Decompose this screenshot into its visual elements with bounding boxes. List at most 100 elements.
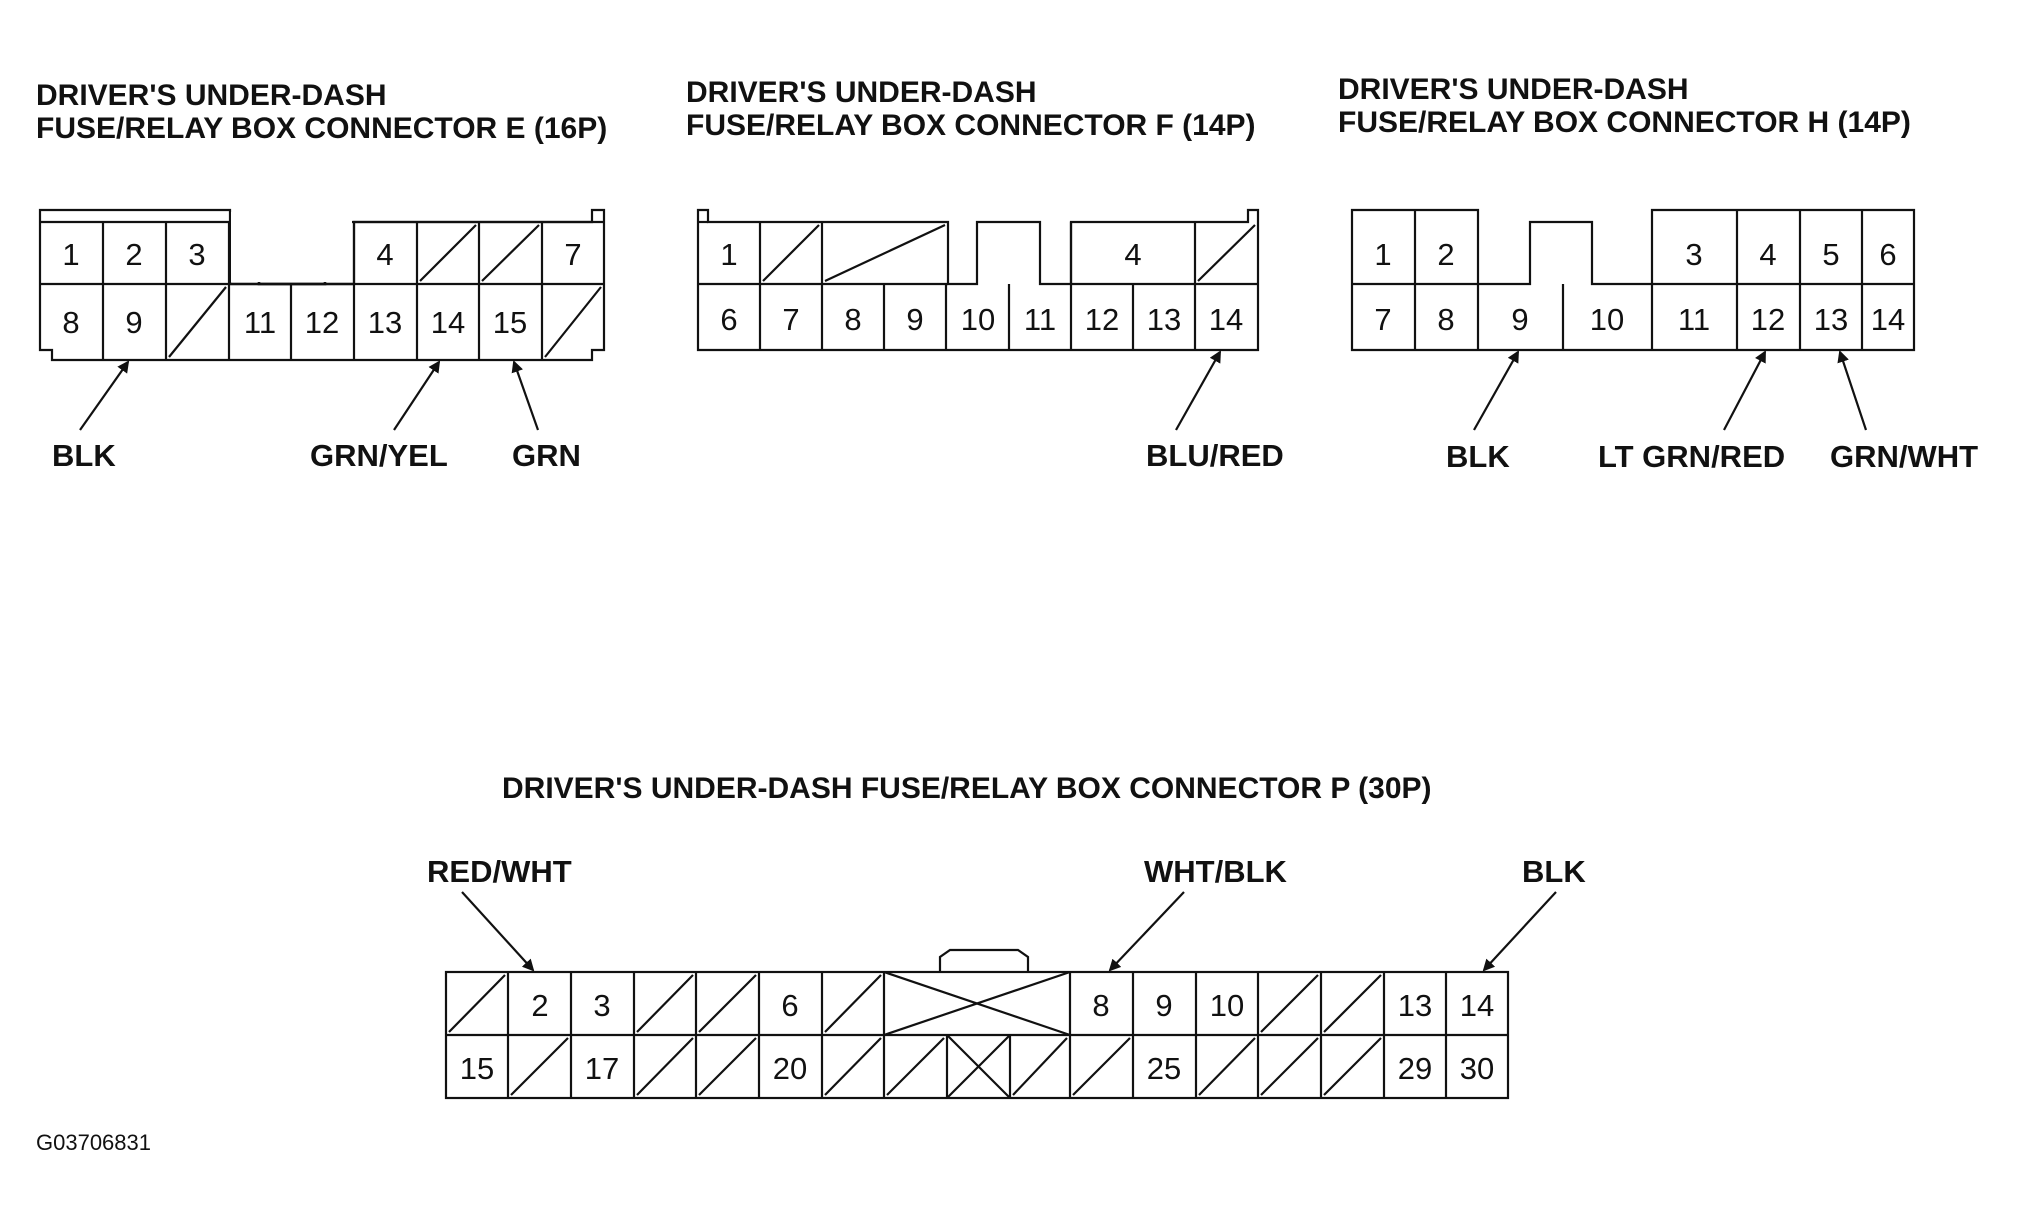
pin-label: 7 [564,237,581,272]
connector-e-title-line1: DRIVER'S UNDER-DASH [36,79,387,112]
pin-label: 11 [1678,302,1710,337]
pin-label: 3 [1685,237,1702,272]
blank-pin-slash [1323,1037,1382,1096]
pin-label: 8 [62,305,79,340]
pin-label: 13 [1398,988,1432,1023]
pin-label: 6 [720,302,737,337]
pin-label: 4 [1124,237,1141,272]
blank-pin-slash [1012,1037,1068,1096]
pin-label: 20 [773,1051,807,1086]
wire-arrow [511,360,540,431]
wire-color-label: RED/WHT [427,854,572,889]
pin-label: 30 [1460,1051,1494,1086]
pin-label: 7 [782,302,799,337]
connector-f-title-line2: FUSE/RELAY BOX CONNECTOR F (14P) [686,109,1256,142]
wire-color-label: GRN/WHT [1830,439,1978,474]
pin-label: 1 [62,237,79,272]
wire-arrow [1723,350,1766,431]
wire-color-label: BLK [1446,439,1510,474]
figure-code: G03706831 [36,1130,151,1155]
connector-h-title-line2: FUSE/RELAY BOX CONNECTOR H (14P) [1338,106,1911,139]
wire-color-label: GRN/YEL [310,438,448,473]
blank-pin-slash [636,1037,694,1096]
pin-label: 8 [844,302,861,337]
blank-pin-slash [824,1037,882,1096]
blank-pin-slash [636,974,694,1033]
wire-color-label: WHT/BLK [1144,854,1288,889]
pin-label: 6 [1879,237,1896,272]
blank-pin-slash [762,224,820,282]
connector-h: DRIVER'S UNDER-DASH FUSE/RELAY BOX CONNE… [1338,73,1978,474]
blank-pin-slash [1197,224,1256,282]
blank-pin-cross [946,1034,1011,1099]
wire-color-label: BLK [52,438,116,473]
pin-label: 9 [1511,302,1528,337]
pin-label: 2 [1437,237,1454,272]
pin-label: 9 [1155,988,1172,1023]
pin-label: 12 [305,305,339,340]
pin-label: 5 [1822,237,1839,272]
blank-pin-slash [698,1037,757,1096]
wire-arrow [1837,350,1868,431]
wire-arrow [79,360,130,431]
wire-arrow [393,360,441,431]
pin-label: 29 [1398,1051,1432,1086]
blank-pin-slash [544,286,602,358]
connector-f-title-line1: DRIVER'S UNDER-DASH [686,76,1037,109]
pin-label: 10 [1590,302,1624,337]
pin-label: 14 [1460,988,1494,1023]
pin-label: 8 [1092,988,1109,1023]
connector-p-title: DRIVER'S UNDER-DASH FUSE/RELAY BOX CONNE… [502,772,1432,805]
pin-label: 12 [1751,302,1785,337]
blank-pin-slash [824,224,946,282]
blank-pin-slash [481,224,540,282]
wire-arrow [1473,350,1519,431]
pin-label: 10 [1210,988,1244,1023]
wire-color-label: GRN [512,438,581,473]
blank-pin-slash [510,1037,569,1096]
connector-f-housing [696,208,1260,352]
wire-color-label: BLU/RED [1146,438,1284,473]
pin-label: 10 [961,302,995,337]
wire-arrow [1108,891,1185,972]
blank-pin-slash [1072,1037,1131,1096]
pin-label: 2 [125,237,142,272]
pin-label: 8 [1437,302,1454,337]
pin-label: 2 [531,988,548,1023]
pin-label: 9 [125,305,142,340]
pin-label: 15 [493,305,527,340]
pin-label: 1 [1374,237,1391,272]
blank-pin-slash [1260,1037,1319,1096]
blank-pin-slash [168,286,227,358]
wire-arrow [1482,891,1557,972]
pin-label: 4 [376,237,393,272]
pin-label: 11 [244,305,276,340]
pin-label: 3 [188,237,205,272]
wire-arrow [1175,350,1221,431]
pin-label: 11 [1024,302,1056,337]
connector-h-housing [1350,208,1916,352]
connector-p: DRIVER'S UNDER-DASH FUSE/RELAY BOX CONNE… [427,772,1586,1100]
connector-f: DRIVER'S UNDER-DASH FUSE/RELAY BOX CONNE… [686,76,1284,473]
blank-pin-slash [419,224,477,282]
blank-pin-slash [1260,974,1319,1033]
pin-label: 13 [368,305,402,340]
pin-label: 6 [781,988,798,1023]
blank-pin-slash [448,974,506,1033]
pin-label: 13 [1814,302,1848,337]
pin-label: 9 [906,302,923,337]
connector-h-title-line1: DRIVER'S UNDER-DASH [1338,73,1689,106]
pin-label: 3 [593,988,610,1023]
wire-color-label: BLK [1522,854,1586,889]
connector-e-title-line2: FUSE/RELAY BOX CONNECTOR E (16P) [36,112,607,145]
pin-label: 15 [460,1051,494,1086]
connector-e: DRIVER'S UNDER-DASH FUSE/RELAY BOX CONNE… [36,79,607,473]
blank-pin-slash [698,974,757,1033]
pin-label: 1 [720,237,737,272]
blank-pin-cross [883,970,1071,1037]
wire-arrow [461,891,535,972]
pin-label: 14 [1871,302,1905,337]
blank-pin-slash [1198,1037,1256,1096]
pin-label: 13 [1147,302,1181,337]
